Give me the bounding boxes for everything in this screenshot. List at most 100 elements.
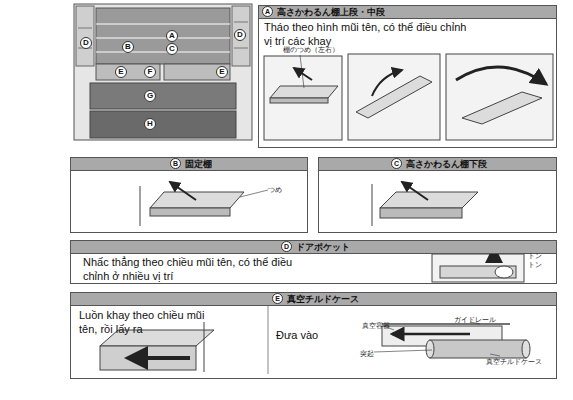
fridge-drawing-part bbox=[96, 52, 230, 53]
part-label: 突起 bbox=[360, 350, 374, 358]
instruction-text: Nhấc thẳng theo chiều mũi tên, có thể đi… bbox=[83, 256, 308, 284]
shelf-sketch-a-part bbox=[372, 70, 402, 96]
part-label: ガイドレール bbox=[454, 316, 496, 324]
shelf-sketch-c-part bbox=[372, 184, 373, 226]
panel-letter-circle: A bbox=[262, 6, 273, 17]
callout-letter: B bbox=[173, 160, 178, 167]
chilled-case-sketch-part bbox=[374, 350, 432, 352]
instruction-panel: ドアポケット Nhấc thẳng theo chiều mũi tên, có … bbox=[70, 240, 557, 284]
part-label: 真空チルドケース bbox=[486, 358, 542, 366]
part-label: トン bbox=[528, 252, 542, 260]
fridge-drawing-part bbox=[96, 64, 160, 80]
shelf-sketch-a-part bbox=[446, 54, 553, 140]
shelf-sketch-a-part bbox=[462, 92, 542, 124]
callout-letter: A bbox=[265, 8, 270, 15]
panel-letter-circle: B bbox=[170, 158, 181, 169]
chilled-case-sketch-part bbox=[382, 323, 510, 325]
part-label: トン bbox=[528, 261, 542, 269]
callout-letter: E bbox=[219, 68, 224, 76]
shelf-sketch-a-part bbox=[348, 54, 440, 140]
fridge-drawing-part bbox=[234, 48, 248, 49]
panel-title: 固定棚 bbox=[185, 158, 212, 170]
instruction-text: Luồn khay theo chiều mũi tên, rồi lấy ra bbox=[79, 309, 214, 337]
shelf-sketch-b-part bbox=[150, 192, 244, 208]
callout-letter-circle: A bbox=[166, 30, 178, 42]
shelf-sketch-b-part bbox=[140, 186, 141, 226]
callout-letter: D bbox=[83, 39, 89, 47]
fridge-drawing-part bbox=[232, 6, 250, 66]
callout-letter: G bbox=[147, 92, 153, 100]
callout-letter: C bbox=[169, 45, 175, 53]
callout-letter-circle: H bbox=[144, 118, 156, 130]
callout-letter-circle: D bbox=[234, 29, 246, 41]
instruction-text: Đưa vào bbox=[276, 329, 336, 343]
panel-letter-circle: C bbox=[391, 158, 402, 169]
instruction-panel: 固定棚 B bbox=[70, 157, 308, 233]
panel-title: 高さかわるん棚上段・中段 bbox=[277, 6, 385, 18]
callout-letter: C bbox=[394, 160, 399, 167]
callout-letter: B bbox=[125, 43, 131, 51]
shelf-sketch-c bbox=[372, 182, 478, 226]
callout-letter: D bbox=[284, 243, 289, 250]
callout-letter-circle: E bbox=[216, 66, 228, 78]
callout-letter: E bbox=[275, 295, 280, 302]
panel-letter-circle: D bbox=[281, 241, 292, 252]
part-label: 棚のつめ（左右） bbox=[283, 46, 339, 54]
shelf-sketch-b-part bbox=[150, 208, 230, 216]
instruction-panel: 高さかわるん棚上段・中段 Tháo theo hình mũi tên, có t… bbox=[258, 5, 557, 148]
chilled-case-sketch-part bbox=[268, 300, 269, 374]
fridge-drawing-part bbox=[96, 24, 230, 25]
callout-letter-circle: F bbox=[144, 66, 156, 78]
fridge-drawing-part bbox=[78, 28, 92, 29]
callout-letter-circle: B bbox=[122, 41, 134, 53]
shelf-sketch-a-part bbox=[294, 68, 312, 80]
shelf-sketch-a-part bbox=[270, 98, 328, 103]
shelf-sketch-a-part bbox=[264, 56, 342, 140]
chilled-case-sketch-part bbox=[426, 340, 434, 358]
chilled-case-sketch-part bbox=[490, 354, 500, 356]
chilled-case-sketch-part bbox=[522, 340, 530, 358]
callout-letter: H bbox=[147, 120, 153, 128]
fridge-drawing-part bbox=[96, 8, 230, 64]
panel-title: 真空チルドケース bbox=[287, 293, 359, 305]
fridge-drawing-part bbox=[74, 4, 252, 140]
shelf-sketch-b-part bbox=[240, 190, 268, 197]
callout-letter-circle: D bbox=[80, 37, 92, 49]
callout-letter-circle: G bbox=[144, 90, 156, 102]
instruction-text: Tháo theo hình mũi tên, có thể điều chỉn… bbox=[264, 21, 469, 49]
instruction-panel: 真空チルドケース Luồn khay theo chiều mũi tên, rồ… bbox=[70, 292, 557, 379]
fridge-drawing-part bbox=[76, 6, 94, 66]
chilled-case-sketch-part bbox=[128, 356, 190, 360]
part-label: 真空容器 bbox=[362, 322, 390, 330]
fridge-drawing-part bbox=[90, 111, 236, 138]
chilled-case-sketch-part bbox=[430, 340, 526, 358]
chilled-case-sketch-part bbox=[392, 333, 470, 336]
callout-letter: A bbox=[169, 32, 175, 40]
door-pocket-sketch-part bbox=[432, 254, 524, 282]
panel-letter-circle: E bbox=[272, 293, 283, 304]
shelf-sketch-a-part bbox=[356, 76, 432, 118]
fridge-drawing-part bbox=[96, 38, 230, 39]
door-pocket-sketch-part bbox=[495, 266, 513, 278]
door-pocket-sketch-part bbox=[440, 266, 516, 278]
callout-letter: F bbox=[148, 68, 153, 76]
callout-letter-circle: E bbox=[115, 66, 127, 78]
fridge-drawing-part bbox=[234, 22, 248, 23]
fridge-drawing bbox=[74, 4, 252, 140]
shelf-sketch-a-part bbox=[456, 67, 546, 84]
chilled-case-sketch-part bbox=[100, 346, 196, 370]
shelf-sketch-a bbox=[264, 54, 553, 140]
panel-title: 高さかわるん棚下段 bbox=[406, 158, 487, 170]
shelf-sketch-b-part bbox=[170, 182, 196, 200]
fridge-drawing-part bbox=[164, 64, 230, 80]
instruction-panel: 高さかわるん棚下段 C bbox=[318, 157, 557, 233]
panel-title: ドアポケット bbox=[296, 241, 350, 253]
part-label: つめ bbox=[268, 186, 282, 194]
fridge-drawing-part bbox=[90, 83, 236, 109]
shelf-sketch-c-part bbox=[402, 182, 428, 200]
shelf-sketch-c-part bbox=[380, 208, 462, 218]
shelf-sketch-b bbox=[140, 182, 268, 226]
shelf-sketch-c-part bbox=[380, 192, 478, 208]
chilled-case-sketch-part bbox=[204, 322, 205, 372]
